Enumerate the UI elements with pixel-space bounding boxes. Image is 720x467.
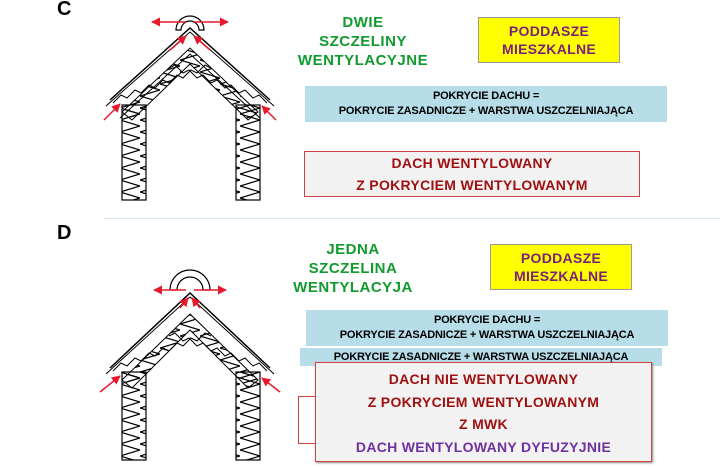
ridge-cap-c [175, 15, 205, 31]
section-letter-c: C [57, 0, 72, 20]
blue-box-d-duplicate: POKRYCIE ZASADNICZE + WARSTWA USZCZELNIA… [300, 348, 662, 366]
yellow-line: MIESZKALNE [502, 41, 596, 57]
red-line: Z POKRYCIEM WENTYLOWANYM [356, 177, 588, 193]
wall-left-d [121, 371, 147, 461]
section-divider [104, 218, 720, 219]
red-line: DACH NIE WENTYLOWANY [388, 371, 579, 387]
blue-line: POKRYCIE DACHU = [433, 314, 541, 326]
green-line: JEDNA [326, 241, 380, 258]
blue-line: POKRYCIE ZASADNICZE + WARSTWA USZCZELNIA… [333, 351, 629, 363]
red-line: Z POKRYCIEM WENTYLOWANYM [367, 393, 600, 410]
red-line: Z MWK [459, 416, 508, 432]
blue-line: POKRYCIE DACHU = [432, 90, 540, 102]
yellow-line: MIESZKALNE [514, 268, 608, 284]
blue-line: POKRYCIE ZASADNICZE + WARSTWA USZCZELNIA… [338, 105, 634, 117]
yellow-box-d: PODDASZE MIESZKALNE [490, 244, 632, 290]
section-letter-d: D [57, 222, 72, 244]
purple-line: DACH WENTYLOWANY DYFUZYJNIE [355, 438, 612, 455]
yellow-line: PODDASZE [508, 23, 590, 39]
wall-left-c [121, 104, 147, 201]
green-label-c: DWIE SZCZELINY WENTYLACYJNE [292, 13, 434, 70]
ventilation-arrows-d [99, 285, 281, 393]
blue-line: POKRYCIE ZASADNICZE + WARSTWA USZCZELNIA… [339, 329, 635, 341]
green-line: SZCZELINA [308, 260, 398, 277]
ridge-cap-d [169, 269, 211, 291]
red-box-d: DACH NIE WENTYLOWANY Z POKRYCIEM WENTYLO… [315, 362, 652, 462]
red-line: DACH WENTYLOWANY [391, 155, 553, 171]
green-line: WENTYLACYJA [293, 279, 413, 296]
wall-right-c [235, 104, 261, 201]
blue-box-c: POKRYCIE DACHU = POKRYCIE ZASADNICZE + W… [305, 86, 667, 122]
green-line: DWIE [342, 14, 384, 31]
blue-box-d: POKRYCIE DACHU = POKRYCIE ZASADNICZE + W… [306, 310, 668, 346]
ventilation-arrows-c [103, 17, 277, 121]
green-line: SZCZELINY [319, 33, 407, 50]
yellow-box-c: PODDASZE MIESZKALNE [478, 17, 620, 63]
wall-right-d [235, 371, 261, 461]
green-label-d: JEDNA SZCZELINA WENTYLACYJA [282, 240, 424, 297]
red-box-c: DACH WENTYLOWANY Z POKRYCIEM WENTYLOWANY… [304, 151, 640, 197]
yellow-line: PODDASZE [520, 250, 602, 266]
green-line: WENTYLACYJNE [297, 52, 429, 69]
